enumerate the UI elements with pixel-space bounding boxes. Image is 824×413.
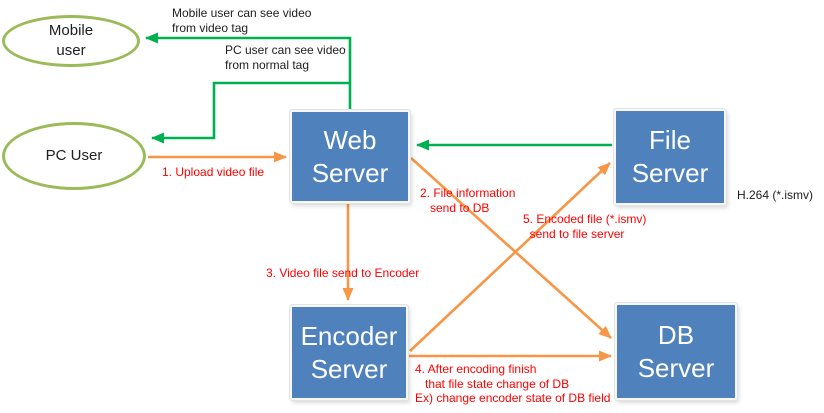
pc-user-label: PC User [45,147,103,164]
arrow-web-to-db [410,157,612,339]
mobile-view-note: Mobile user can see video from video tag [172,6,312,35]
web-server-label: Web Server [311,124,389,188]
step2-file-info-label: 2. File information send to DB [420,186,516,215]
step5-encoded-file-label: 5. Encoded file (*.ismv) send to file se… [523,212,647,241]
arrow-web-to-pc [151,81,350,144]
encoder-server-node: Encoder Server [290,305,408,400]
web-server-node: Web Server [290,110,410,203]
db-server-label: DB Server [637,319,715,383]
db-server-node: DB Server [615,303,737,400]
encoder-server-label: Encoder Server [300,320,398,384]
step3-video-send-label: 3. Video file send to Encoder [266,266,420,280]
codec-annotation: H.264 (*.ismv) [737,188,814,202]
arrow-web-to-mobile [145,32,352,110]
mobile-user-label: Mobile user [48,22,94,59]
pc-view-note: PC user can see video from normal tag [225,43,346,72]
file-server-label: File Server [631,125,709,188]
step4-encoding-finish-label: 4. After encoding finish that file state… [415,362,611,405]
mobile-user-node: Mobile user [2,15,140,67]
step1-upload-label: 1. Upload video file [162,165,265,179]
arrow-encoder-to-file [409,162,611,352]
file-server-node: File Server [614,109,726,205]
pc-user-node: PC User [2,122,146,190]
